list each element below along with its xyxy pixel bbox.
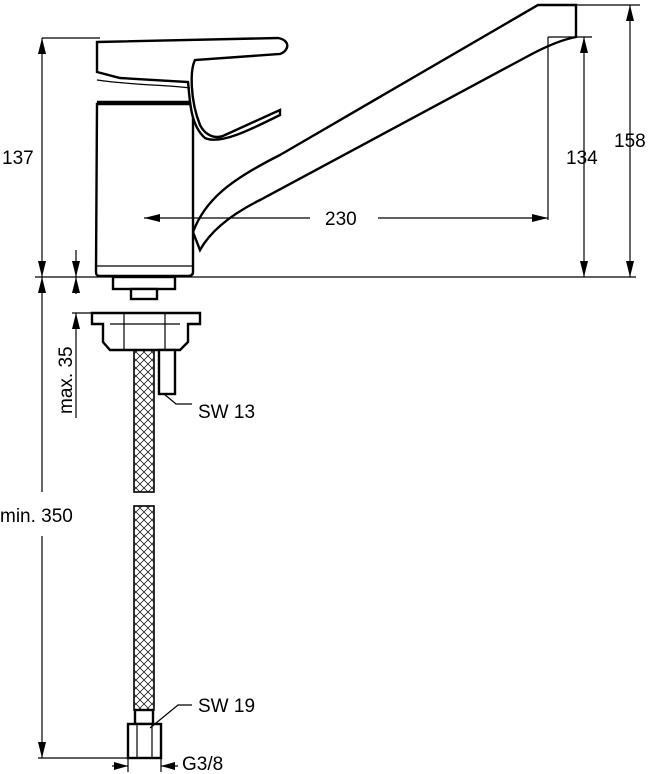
dim-min-hose-length: min. 350	[0, 506, 73, 527]
flexible-hose-upper	[133, 349, 155, 493]
flexible-hose-lower	[133, 505, 155, 711]
label-wrench-bottom: SW 19	[198, 696, 255, 717]
dim-spout-reach: 230	[325, 209, 357, 230]
handle-underside	[96, 79, 191, 89]
dim-height-body: 137	[2, 148, 34, 169]
lever-handle	[95, 36, 289, 141]
faucet-spout	[191, 3, 578, 253]
faucet-body	[94, 102, 195, 278]
label-wrench-top: SW 13	[198, 402, 255, 423]
dim-max-thickness: max. 35	[56, 346, 77, 414]
dim-height-spout: 134	[566, 148, 598, 169]
mount-top	[111, 275, 177, 291]
dim-height-total: 158	[614, 131, 646, 152]
threaded-rod	[157, 348, 177, 396]
connector-nut	[126, 722, 163, 760]
hose-connector	[133, 708, 155, 726]
mounting-nut	[90, 311, 202, 352]
mount-stud	[129, 287, 159, 301]
label-thread: G3/8	[182, 754, 223, 774]
